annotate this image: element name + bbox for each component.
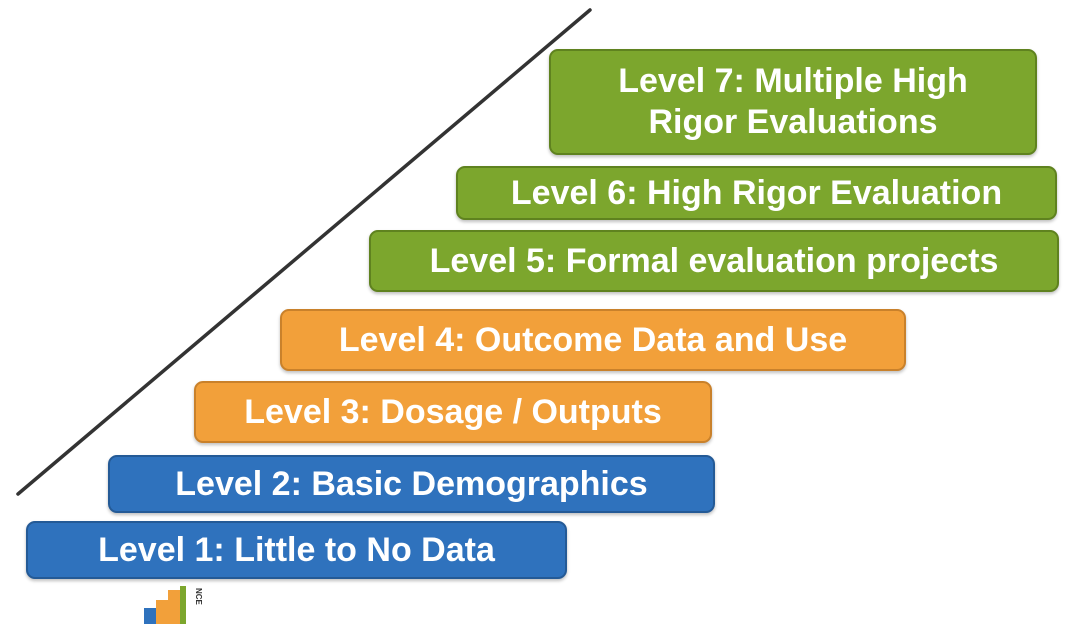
level-2-step: Level 2: Basic Demographics bbox=[108, 455, 715, 513]
logo-text: NCE bbox=[194, 588, 203, 606]
level-5-step: Level 5: Formal evaluation projects bbox=[369, 230, 1059, 292]
organization-logo: NCE bbox=[144, 586, 203, 624]
level-7-step: Level 7: Multiple High Rigor Evaluations bbox=[549, 49, 1037, 155]
level-3-step: Level 3: Dosage / Outputs bbox=[194, 381, 712, 443]
level-6-step: Level 6: High Rigor Evaluation bbox=[456, 166, 1057, 220]
level-1-step: Level 1: Little to No Data bbox=[26, 521, 567, 579]
level-4-step: Level 4: Outcome Data and Use bbox=[280, 309, 906, 371]
